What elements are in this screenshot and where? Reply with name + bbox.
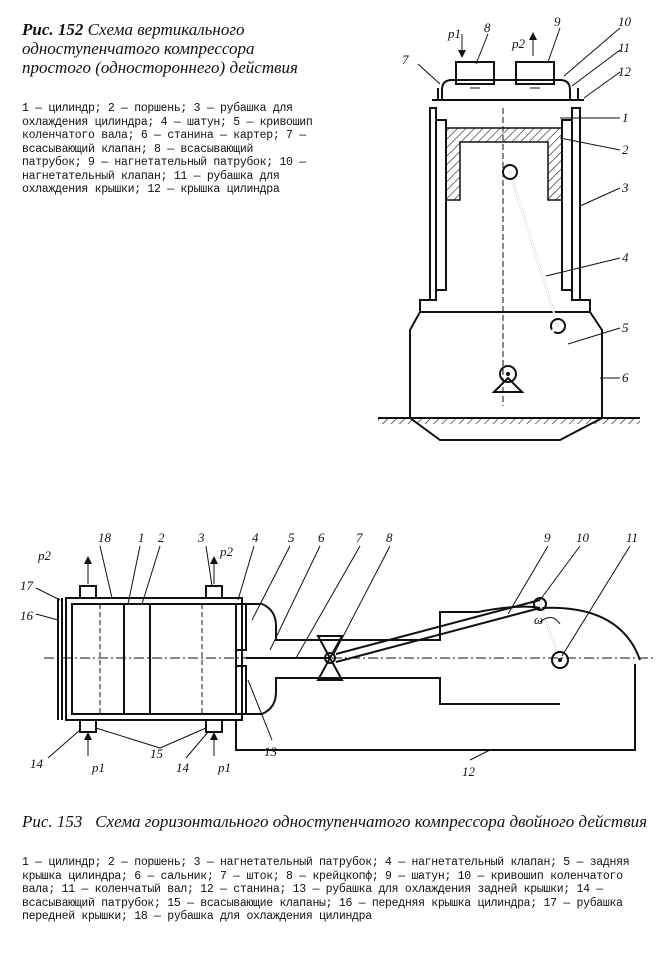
fig152-label-6: 6 <box>622 370 629 385</box>
fig152-label-2: 2 <box>622 142 629 157</box>
fig153-label-p2-right: p2 <box>219 544 234 559</box>
fig152-legend: 1 — цилиндр; 2 — поршень; 3 — рубашка дл… <box>22 102 313 196</box>
fig152-label-10: 10 <box>618 14 632 29</box>
fig153-label-p1-right: p1 <box>217 760 231 775</box>
fig153-label-7: 7 <box>356 530 363 545</box>
fig153-label-14-left: 14 <box>30 756 44 771</box>
fig153-label-10: 10 <box>576 530 590 545</box>
fig153-label-6: 6 <box>318 530 325 545</box>
fig153-diagram <box>35 545 655 761</box>
fig153-label-11: 11 <box>626 530 638 545</box>
fig153-label-18: 18 <box>98 530 112 545</box>
fig153-label-8: 8 <box>386 530 393 545</box>
fig152-label-1: 1 <box>622 110 629 125</box>
fig152-label-8: 8 <box>484 20 491 35</box>
fig153-crank <box>533 597 569 669</box>
fig153-title-number: Рис. 153 <box>22 812 83 831</box>
fig153-label-2: 2 <box>158 530 165 545</box>
fig152-label-p1: p1 <box>447 26 461 41</box>
fig153-crosshead <box>316 635 344 681</box>
fig153-label-3: 3 <box>197 530 205 545</box>
fig153-label-13: 13 <box>264 744 278 759</box>
fig152-label-7: 7 <box>402 52 409 67</box>
fig152-cylinder-cover <box>432 61 584 101</box>
fig153-label-9: 9 <box>544 530 551 545</box>
fig153-label-p1-left: p1 <box>91 760 105 775</box>
fig152-title-text: Схема вертикального одноступенчатого ком… <box>22 20 298 77</box>
fig153-label-15: 15 <box>150 746 164 761</box>
fig152-title-number: Рис. 152 <box>22 20 84 39</box>
fig153-title: Рис. 153 Схема горизонтального одноступе… <box>22 812 662 831</box>
fig152-crank <box>491 324 560 393</box>
fig152-connecting-rod <box>502 164 566 334</box>
fig153-frame <box>235 603 641 751</box>
fig153-label-17: 17 <box>20 578 34 593</box>
fig153-label-5: 5 <box>288 530 295 545</box>
fig153-connecting-rod <box>335 599 541 655</box>
fig152-label-3: 3 <box>621 180 629 195</box>
fig152-leaders <box>417 27 621 379</box>
fig152-crankcase <box>409 108 603 441</box>
fig153-cylinder <box>57 585 247 733</box>
fig152-ground <box>378 417 640 424</box>
fig152-title: Рис. 152 Схема вертикального одноступенч… <box>22 20 322 77</box>
fig153-legend: 1 — цилиндр; 2 — поршень; 3 — нагнетател… <box>22 856 630 923</box>
fig153-label-4: 4 <box>252 530 259 545</box>
fig153-label-14-right: 14 <box>176 760 190 775</box>
fig153-label-12: 12 <box>462 764 476 779</box>
fig152-label-11: 11 <box>618 40 630 55</box>
fig152-label-5: 5 <box>622 320 629 335</box>
fig152-label-4: 4 <box>622 250 629 265</box>
fig152-piston <box>445 127 563 201</box>
fig153-title-text: Схема горизонтального одноступенчатого к… <box>95 812 647 831</box>
fig152-label-p2: p2 <box>511 36 526 51</box>
fig152-label-12: 12 <box>618 64 632 79</box>
fig153-label-omega: ω <box>534 612 543 627</box>
fig153-label-1: 1 <box>138 530 145 545</box>
fig153-label-p2-left: p2 <box>37 548 52 563</box>
fig153-label-16: 16 <box>20 608 34 623</box>
fig152-label-9: 9 <box>554 14 561 29</box>
